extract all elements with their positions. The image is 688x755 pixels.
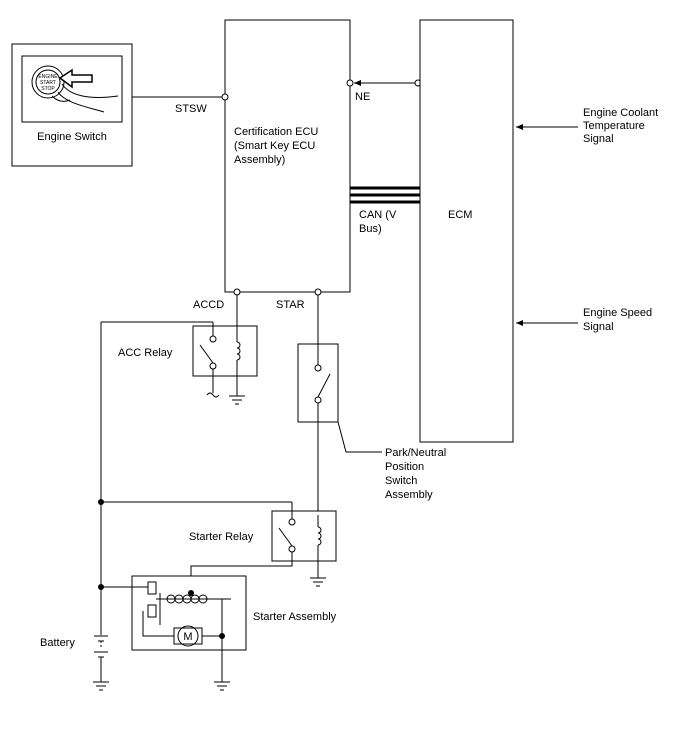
star-label: STAR [276, 299, 305, 311]
park-neutral-label-line-3: Switch [385, 475, 417, 487]
accd-terminal [233, 288, 241, 296]
park-neutral-switch [297, 295, 339, 515]
coolant-signal-label-line-1: Engine Coolant [583, 107, 658, 119]
solenoid-coil-top [166, 594, 208, 600]
park-neutral-label-line-1: Park/Neutral [385, 447, 446, 459]
park-neutral-label-line-2: Position [385, 461, 424, 473]
ne-label: NE [355, 91, 370, 103]
starter-assembly-label: Starter Assembly [253, 611, 337, 623]
can-bus-label-line-1: CAN (V [359, 209, 397, 221]
button-text-line-3: STOP [41, 86, 55, 92]
engine-switch: ENGINE START STOP Engine Switch [11, 43, 133, 167]
speed-signal-label-line-2: Signal [583, 321, 614, 333]
starter-relay-box [271, 510, 337, 562]
acc-relay-switch-contact [199, 344, 214, 364]
coolant-signal-label-line-2: Temperature [583, 120, 645, 132]
starter-relay-ground-icon [310, 577, 326, 587]
acc-relay-coil [236, 341, 241, 361]
junction-dot [98, 584, 104, 590]
motor-icon [177, 625, 199, 647]
can-bus [350, 186, 420, 204]
junction-dot [98, 499, 104, 505]
ne-terminal [346, 79, 354, 87]
acc-relay-ground-icon [229, 395, 245, 405]
can-bus-label-line-2: Bus) [359, 223, 382, 235]
starter-assembly: M [101, 575, 247, 682]
starter-relay-switch-contact [278, 527, 293, 547]
speed-signal-label-line-1: Engine Speed [583, 307, 652, 319]
coolant-signal-label-line-3: Signal [583, 133, 614, 145]
park-neutral-switch-contact [317, 373, 331, 398]
starter-relay-coil [317, 526, 322, 546]
accd-label: ACCD [193, 299, 224, 311]
acc-relay-box [192, 325, 258, 377]
ecm-box [419, 19, 514, 443]
ecm-label: ECM [448, 209, 472, 221]
motor-symbol: M [183, 631, 192, 643]
certification-ecu-label-line-2: (Smart Key ECU [234, 140, 315, 152]
engine-switch-label: Engine Switch [37, 131, 107, 143]
acc-relay [192, 295, 258, 396]
button-text-line-2: START [40, 80, 56, 86]
certification-ecu-box [224, 19, 351, 293]
starter-relay-label: Starter Relay [189, 531, 254, 543]
park-neutral-leader [337, 421, 382, 453]
starter-relay [101, 501, 337, 593]
certification-ecu: Certification ECU (Smart Key ECU Assembl… [224, 19, 351, 293]
star-terminal [314, 288, 322, 296]
stsw-label: STSW [175, 103, 207, 115]
engine-switch-icon: ENGINE START STOP [31, 65, 119, 113]
park-neutral-label-line-4: Assembly [385, 489, 433, 501]
stsw-terminal [221, 93, 229, 101]
battery-icon [93, 635, 109, 691]
battery-label: Battery [40, 637, 75, 649]
acc-relay-label: ACC Relay [118, 347, 173, 359]
press-arrow-icon [58, 68, 93, 89]
starter-ground-icon [214, 681, 230, 691]
acc-output-symbol [206, 392, 220, 398]
solenoid-coil-bottom [166, 598, 208, 604]
button-text-line-1: ENGINE [38, 74, 58, 80]
certification-ecu-label-line-3: Assembly) [234, 154, 285, 166]
engine-switch-image-frame [21, 55, 123, 123]
certification-ecu-label-line-1: Certification ECU [234, 126, 318, 138]
